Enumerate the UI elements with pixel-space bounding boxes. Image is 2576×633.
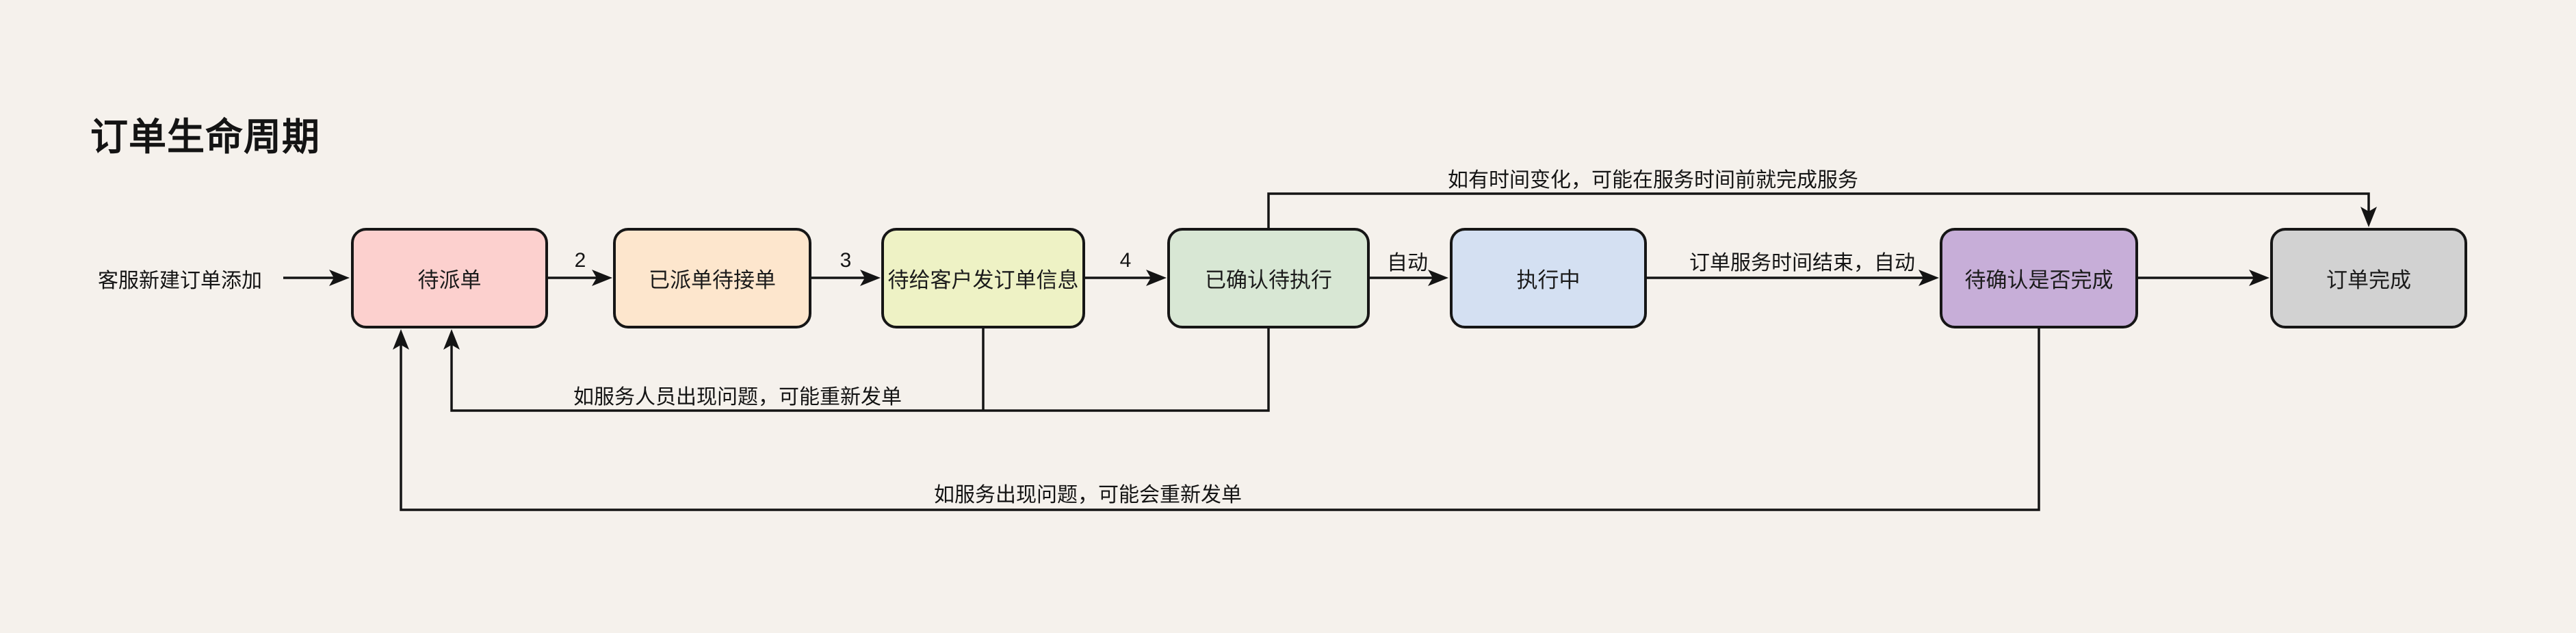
node-pending-dispatch-label: 待派单 bbox=[417, 268, 482, 292]
node-send-order-info-label: 待给客户发订单信息 bbox=[887, 268, 1079, 292]
node-executing[interactable]: 执行中 bbox=[1450, 228, 1647, 328]
node-executing-label: 执行中 bbox=[1516, 268, 1580, 292]
page-title: 订单生命周期 bbox=[90, 116, 321, 158]
node-confirmed-pending-execution[interactable]: 已确认待执行 bbox=[1167, 228, 1370, 328]
edge-label-service-ended: 订单服务时间结束，自动 bbox=[1689, 252, 1915, 274]
node-pending-dispatch[interactable]: 待派单 bbox=[351, 228, 548, 328]
annotation-staff-problem: 如服务人员出现问题，可能重新发单 bbox=[573, 386, 902, 409]
node-dispatched-awaiting-accept-label: 已派单待接单 bbox=[649, 268, 776, 292]
edge-label-step-4: 4 bbox=[1119, 249, 1132, 272]
node-order-complete[interactable]: 订单完成 bbox=[2270, 228, 2467, 328]
annotation-early-finish: 如有时间变化，可能在服务时间前就完成服务 bbox=[1448, 169, 1858, 192]
start-label: 客服新建订单添加 bbox=[98, 270, 262, 292]
edge-rework-loop bbox=[443, 328, 1270, 412]
node-pending-completion-confirm[interactable]: 待确认是否完成 bbox=[1940, 228, 2138, 328]
edge-label-step-2: 2 bbox=[574, 249, 586, 272]
node-dispatched-awaiting-accept[interactable]: 已派单待接单 bbox=[613, 228, 811, 328]
edge-top-bypass bbox=[1267, 192, 2377, 228]
node-pending-completion-confirm-label: 待确认是否完成 bbox=[1964, 268, 2113, 292]
edge-redo-loop bbox=[393, 328, 2040, 511]
edge-label-auto: 自动 bbox=[1387, 252, 1428, 274]
edge-label-step-3: 3 bbox=[840, 249, 852, 272]
annotation-service-problem: 如服务出现问题，可能会重新发单 bbox=[934, 484, 1242, 506]
node-order-complete-label: 订单完成 bbox=[2326, 268, 2411, 292]
node-confirmed-pending-execution-label: 已确认待执行 bbox=[1205, 268, 1332, 292]
node-send-order-info[interactable]: 待给客户发订单信息 bbox=[881, 228, 1085, 328]
